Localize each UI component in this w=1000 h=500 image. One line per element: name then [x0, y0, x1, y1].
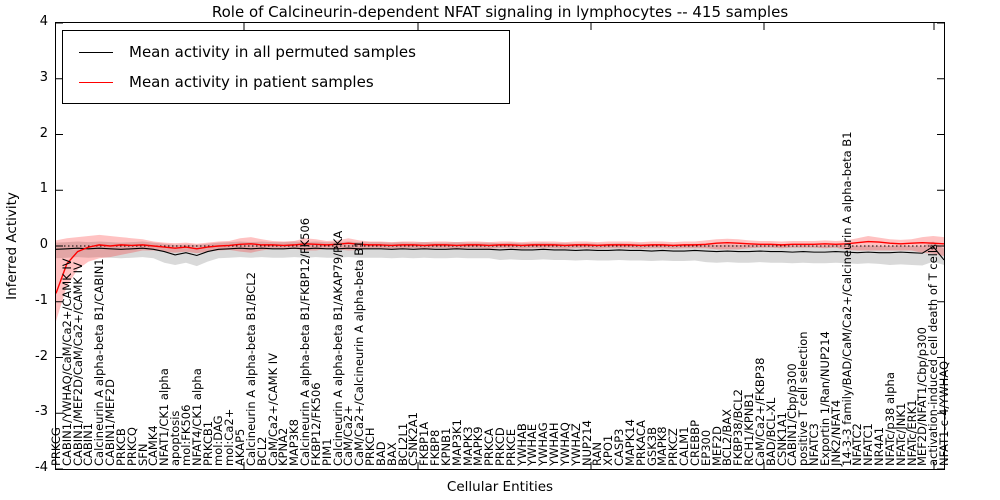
- x-tick-label: 14-3-3 family/BAD/CaM/Ca2+/Calcineurin A…: [839, 131, 854, 466]
- y-tick-label: -4: [35, 460, 48, 475]
- permuted-line-swatch: [79, 51, 113, 53]
- y-tick-label: 4: [39, 14, 48, 29]
- y-tick-label: -2: [35, 348, 48, 364]
- y-tick-label: 3: [39, 69, 48, 85]
- legend-label-permuted: Mean activity in all permuted samples: [129, 43, 416, 61]
- y-tick-label: 2: [39, 125, 48, 141]
- legend-box: Mean activity in all permuted samples Me…: [62, 30, 510, 104]
- x-axis-label: Cellular Entities: [446, 479, 554, 495]
- y-tick-label: 0: [39, 237, 48, 252]
- y-tick-label: -1: [35, 292, 48, 308]
- y-tick-label: 1: [39, 181, 48, 197]
- permuted-mean-line: [56, 245, 944, 261]
- patient-mean-line: [56, 240, 944, 294]
- legend-item-patient: Mean activity in patient samples: [63, 67, 509, 97]
- permuted-confidence-band: [56, 241, 944, 267]
- chart-title: Role of Calcineurin-dependent NFAT signa…: [211, 3, 789, 21]
- legend-item-permuted: Mean activity in all permuted samples: [63, 37, 509, 67]
- x-tick-label: NFAT1-c-4/YWHAQ: [937, 360, 951, 466]
- y-tick-label: -3: [35, 404, 48, 420]
- legend-label-patient: Mean activity in patient samples: [129, 73, 374, 91]
- patient-line-swatch: [79, 81, 113, 83]
- chart-canvas: [56, 23, 944, 469]
